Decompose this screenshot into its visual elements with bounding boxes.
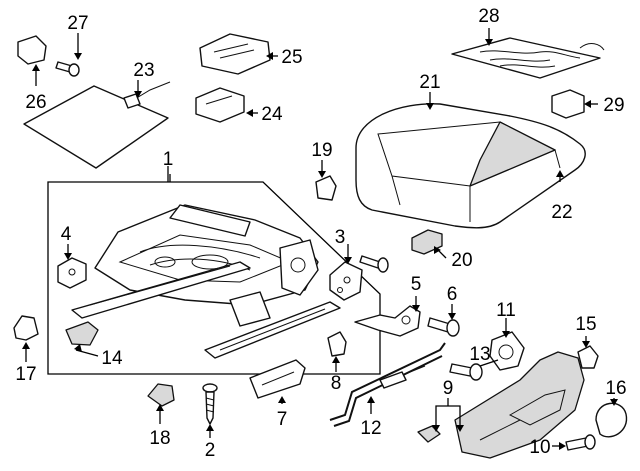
part-7-trim xyxy=(249,359,306,399)
part-12-rod xyxy=(329,342,446,427)
part-14-cover xyxy=(65,321,99,346)
callout-20: 20 xyxy=(451,250,472,271)
callout-16: 16 xyxy=(605,378,626,399)
callout-18: 18 xyxy=(149,428,170,449)
callout-21: 21 xyxy=(419,72,440,93)
part-9-clip xyxy=(417,425,441,443)
part-23-sensor-mat xyxy=(23,81,171,169)
callout-10: 10 xyxy=(529,437,550,458)
callout-8: 8 xyxy=(331,373,342,394)
part-11-plate xyxy=(489,331,525,371)
part-29-module xyxy=(551,89,585,119)
callout-29: 29 xyxy=(603,95,624,116)
side-shield xyxy=(454,351,585,459)
callout-19: 19 xyxy=(311,140,332,161)
callout-26: 26 xyxy=(25,92,46,113)
part-19-clip xyxy=(315,175,337,201)
part-28-heater xyxy=(451,37,605,79)
callout-27: 27 xyxy=(67,13,88,34)
arrowheads xyxy=(22,39,618,450)
callout-1: 1 xyxy=(163,149,174,170)
part-25-module xyxy=(199,33,271,75)
callout-5: 5 xyxy=(411,274,422,295)
callout-12: 12 xyxy=(360,418,381,439)
part-13-bolt xyxy=(449,363,483,381)
callout-labels: 1 2 3 4 5 6 7 8 9 10 11 12 13 14 15 16 1… xyxy=(15,6,626,461)
part-26-bracket xyxy=(17,35,47,65)
part-2-screw xyxy=(202,383,218,425)
callout-15: 15 xyxy=(575,314,596,335)
part-16-knob xyxy=(595,402,628,438)
callout-28: 28 xyxy=(478,6,499,27)
callout-13: 13 xyxy=(469,344,490,365)
part-8-connector xyxy=(327,331,347,357)
callout-2: 2 xyxy=(205,440,216,461)
seat-frame-assembly xyxy=(71,204,341,359)
callout-6: 6 xyxy=(447,284,458,305)
seat-cushion xyxy=(355,103,586,229)
callout-14: 14 xyxy=(101,348,123,369)
part-27-screw xyxy=(55,61,80,77)
callout-23: 23 xyxy=(133,60,154,81)
part-5-bracket xyxy=(354,305,421,337)
part-10-screw xyxy=(565,434,596,451)
part-4-bracket xyxy=(57,257,87,289)
callout-17: 17 xyxy=(15,364,36,385)
callout-4: 4 xyxy=(61,224,72,245)
part-17-clip xyxy=(13,315,39,341)
callout-25: 25 xyxy=(281,47,302,68)
part-15-clip xyxy=(577,345,599,369)
frame-box xyxy=(47,174,381,375)
callout-24: 24 xyxy=(261,104,283,125)
callout-9: 9 xyxy=(443,378,454,399)
part-24-module xyxy=(195,87,245,123)
callout-7: 7 xyxy=(277,409,288,430)
callout-3: 3 xyxy=(335,227,346,248)
part-3-bracket-bolt xyxy=(329,255,389,301)
callout-11: 11 xyxy=(496,300,516,321)
part-18-clip xyxy=(147,383,175,407)
part-6-bolt xyxy=(427,317,460,337)
callout-22: 22 xyxy=(551,202,572,223)
